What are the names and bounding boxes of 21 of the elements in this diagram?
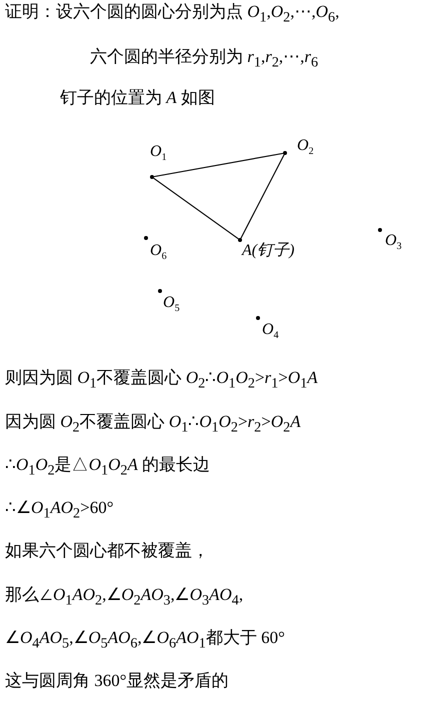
proof-text: 六个圆的半径分别为 r$_{1}$,r$_{2}$,⋯,r$_{6}$	[90, 47, 318, 72]
proof-text: ∴∠O$_{1}$AO$_{2}$>60°	[5, 498, 114, 524]
line-segment	[154, 152, 284, 178]
line-segment	[153, 178, 239, 240]
point-label: A(钉子)	[242, 241, 294, 261]
point-label: O$_{3}$	[385, 231, 402, 254]
proof-text: 证明：设六个圆的圆心分别为点 O$_{1}$,O$_{2}$,⋯,O$_{6}$,	[5, 2, 340, 28]
point-label: O$_{5}$	[163, 293, 180, 316]
proof-text: ∴O$_{1}$O$_{2}$是△O$_{1}$O$_{2}$A 的最长边	[5, 455, 210, 480]
proof-text: 如果六个圆心都不被覆盖，	[5, 541, 209, 561]
point-label: O$_{6}$	[150, 241, 167, 264]
proof-text: 因为圆 O$_{2}$不覆盖圆心 O$_{1}$∴O$_{1}$O$_{2}$>r$_{2}$>O$_{2}$A	[5, 412, 301, 438]
line-segment	[240, 154, 285, 238]
point-label: O$_{4}$	[262, 320, 279, 344]
proof-text: ∠O$_{4}$AO$_{5}$,∠O$_{5}$AO$_{6}$,∠O$_{6}$AO$_{1}$都大于 60°	[5, 628, 285, 654]
point-label: O$_{2}$	[297, 136, 314, 160]
proof-text: 则因为圆 O$_{1}$不覆盖圆心 O$_{2}$∴O$_{1}$O$_{2}$>r$_{1}$>O$_{1}$A	[5, 368, 318, 394]
proof-text: 这与圆周角 360°显然是矛盾的	[5, 671, 229, 691]
proof-text: 那么∠O$_{1}$AO$_{2}$,∠O$_{2}$AO$_{3}$,∠O$_{3}$AO$_{4}$,	[5, 585, 244, 610]
point-label: O$_{1}$	[150, 142, 167, 166]
proof-text: 钉子的位置为 A 如图	[60, 88, 215, 108]
